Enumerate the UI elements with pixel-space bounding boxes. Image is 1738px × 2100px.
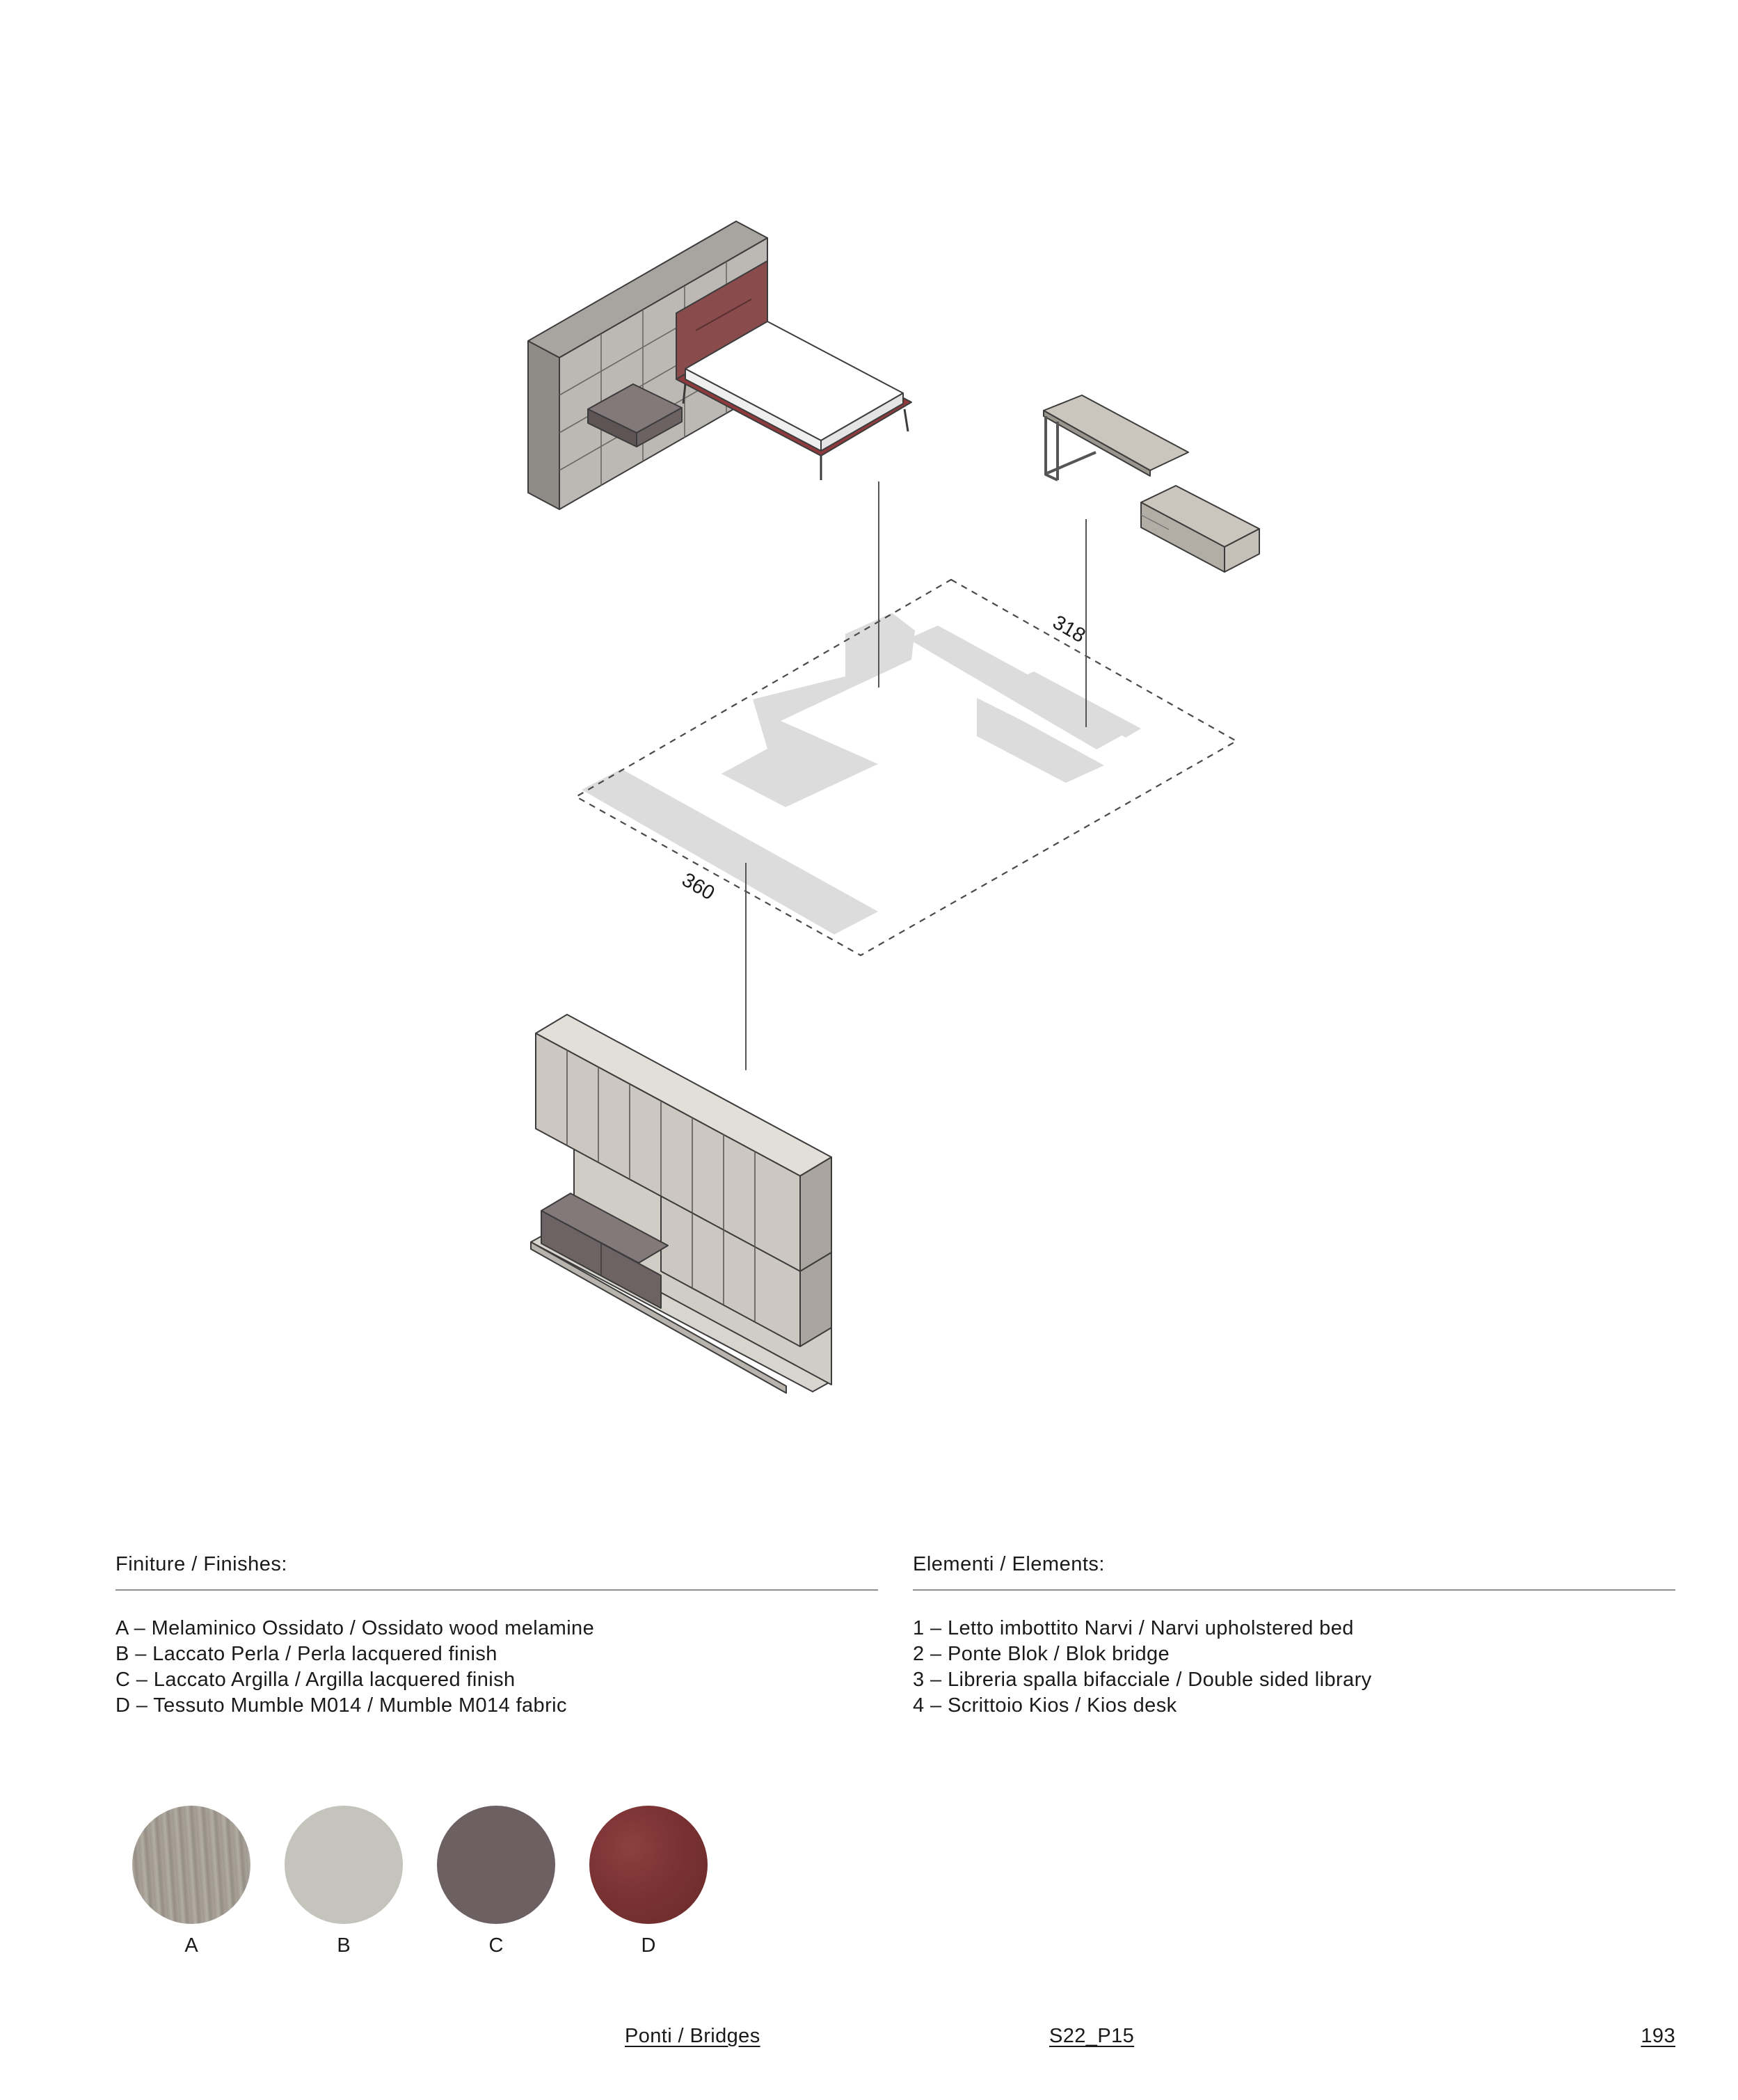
plan-footprint-bed xyxy=(721,613,915,807)
swatch-c-argilla xyxy=(437,1806,555,1924)
desk-frame-legs xyxy=(1044,416,1097,482)
swatch-label-a: A xyxy=(184,1934,198,1957)
footer-page-number[interactable]: 193 xyxy=(1641,2025,1675,2047)
upper-cabinet-doors xyxy=(566,1050,756,1246)
swatch-label-b: B xyxy=(337,1934,351,1957)
desk-unit-side xyxy=(1224,528,1260,573)
footer-section-link[interactable]: Ponti / Bridges xyxy=(625,2025,760,2047)
bookcase-side xyxy=(527,340,560,510)
swatch-a-ossidato-wood xyxy=(132,1806,250,1924)
swatch-label-d: D xyxy=(641,1934,656,1957)
bridge-plinth-front xyxy=(530,1241,787,1394)
element-item-2: 2 – Ponte Blok / Blok bridge xyxy=(913,1643,1170,1665)
desk-top-edge xyxy=(1043,410,1151,477)
dimension-depth-360: 360 xyxy=(678,868,719,905)
swatch-b-perla xyxy=(285,1806,403,1924)
plan-footprint-bridge xyxy=(582,769,878,934)
finishes-list: A – Melaminico Ossidato / Ossidato wood … xyxy=(115,1616,594,1719)
elements-heading: Elementi / Elements: xyxy=(913,1553,1105,1575)
upper-cabinets-side xyxy=(799,1156,832,1272)
element-item-1: 1 – Letto imbottito Narvi / Narvi uphols… xyxy=(913,1617,1354,1639)
elements-list: 1 – Letto imbottito Narvi / Narvi uphols… xyxy=(913,1616,1372,1719)
isometric-illustration: 318 360 xyxy=(527,221,1260,1394)
desk-element xyxy=(1043,395,1260,573)
footer-code-link[interactable]: S22_P15 xyxy=(1049,2025,1135,2047)
floor-plan: 318 360 xyxy=(574,578,1238,957)
plan-footprint-desk xyxy=(1019,671,1141,738)
finish-item-b: B – Laccato Perla / Perla lacquered fini… xyxy=(115,1643,497,1665)
plan-footprint-bookcase xyxy=(908,626,1131,749)
finishes-heading: Finiture / Finishes: xyxy=(115,1553,287,1575)
leader-lines xyxy=(745,482,1087,1070)
finish-item-a: A – Melaminico Ossidato / Ossidato wood … xyxy=(115,1617,595,1639)
element-item-3: 3 – Libreria spalla bifacciale / Double … xyxy=(913,1669,1372,1691)
bridge-wall-unit xyxy=(530,1014,832,1394)
finish-item-d: D – Tessuto Mumble M014 / Mumble M014 fa… xyxy=(115,1694,567,1717)
swatch-d-mumble-fabric xyxy=(589,1806,708,1924)
element-item-4: 4 – Scrittoio Kios / Kios desk xyxy=(913,1694,1177,1717)
bed-legs xyxy=(682,383,909,480)
tall-column-side xyxy=(799,1252,832,1347)
plan-footprint-desk-unit xyxy=(977,698,1104,783)
finishes-divider xyxy=(115,1589,878,1591)
dimension-width-318: 318 xyxy=(1049,611,1090,647)
plan-dashed-outline xyxy=(574,578,1238,957)
bed-mattress-end xyxy=(820,392,904,452)
swatch-label-c: C xyxy=(488,1934,504,1957)
elements-divider xyxy=(913,1589,1675,1591)
nightstand-side xyxy=(636,407,683,447)
desk-top xyxy=(1043,395,1189,471)
bed-bookcase-element xyxy=(527,221,912,510)
finish-item-c: C – Laccato Argilla / Argilla lacquered … xyxy=(115,1669,516,1691)
